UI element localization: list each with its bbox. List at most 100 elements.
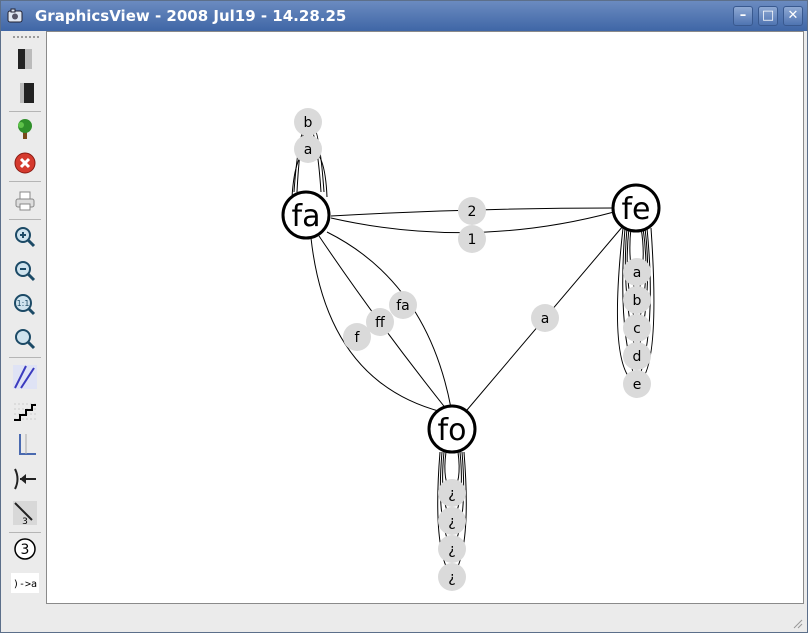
node-number-icon: 3 xyxy=(14,538,36,560)
svg-text:fa: fa xyxy=(292,199,321,234)
zoom-in-icon xyxy=(15,227,36,248)
edge-label[interactable]: f xyxy=(343,323,371,351)
svg-text:a: a xyxy=(304,142,313,158)
graph-canvas[interactable]: b a 2 1 f ff fa a a b c d e ¿ ¿ ¿ ¿ xyxy=(46,31,804,604)
close-button[interactable]: ✕ xyxy=(783,6,803,26)
svg-text:¿: ¿ xyxy=(448,514,455,530)
svg-text:b: b xyxy=(633,293,642,309)
maximize-button[interactable]: □ xyxy=(758,6,778,26)
edge-label[interactable]: ¿ xyxy=(438,535,466,563)
edge-label[interactable]: ¿ xyxy=(438,479,466,507)
zoom-fit-button[interactable] xyxy=(9,324,41,354)
edge-label[interactable]: d xyxy=(623,342,651,370)
minimize-icon: – xyxy=(739,8,747,23)
edge-label[interactable]: b xyxy=(623,286,651,314)
toolbar-separator xyxy=(9,111,41,112)
antialias-button[interactable] xyxy=(9,362,41,392)
shadow-left-icon xyxy=(18,49,32,69)
axis-icon xyxy=(19,434,36,455)
edge-label[interactable]: ff xyxy=(366,308,394,336)
zoom-out-icon xyxy=(15,261,36,282)
printer-icon xyxy=(15,191,35,211)
zoom-out-button[interactable] xyxy=(9,256,41,286)
print-button[interactable] xyxy=(9,186,41,216)
edges xyxy=(291,121,655,578)
svg-text:¿: ¿ xyxy=(448,486,455,502)
node-number-button[interactable]: 3 xyxy=(9,534,41,564)
svg-text:fa: fa xyxy=(396,298,410,314)
edge-arrow-button[interactable] xyxy=(9,464,41,494)
shadow-left-button[interactable] xyxy=(9,44,41,74)
zoom-1-1-button[interactable]: 1:1 xyxy=(9,290,41,320)
edge-fa-fo-f xyxy=(310,237,443,413)
svg-text:ff: ff xyxy=(375,315,385,331)
svg-text:a: a xyxy=(541,311,550,327)
window-title: GraphicsView - 2008 Jul19 - 14.28.25 xyxy=(35,7,347,25)
edge-label-icon: 3 xyxy=(13,501,37,526)
shadow-right-button[interactable] xyxy=(9,78,41,108)
zoom-1-1-label: 1:1 xyxy=(17,299,30,308)
stop-button[interactable] xyxy=(9,148,41,178)
edge-label[interactable]: 1 xyxy=(458,225,486,253)
edge-label[interactable]: a xyxy=(294,135,322,163)
left-toolbar: 1:1 xyxy=(7,34,43,599)
svg-text:f: f xyxy=(355,330,361,346)
edge-label[interactable]: a xyxy=(531,304,559,332)
edge-label[interactable]: e xyxy=(623,370,651,398)
svg-text:b: b xyxy=(304,115,313,131)
svg-text:2: 2 xyxy=(468,204,477,220)
edge-label-button[interactable]: 3 xyxy=(9,498,41,528)
shadow-right-icon xyxy=(20,83,34,103)
tree-icon xyxy=(18,119,32,139)
svg-text:a: a xyxy=(633,265,642,281)
node-number-label: 3 xyxy=(21,542,30,558)
edge-label[interactable]: fa xyxy=(389,291,417,319)
maximize-icon: □ xyxy=(761,8,775,23)
app-icon xyxy=(7,8,23,23)
edge-label[interactable]: ¿ xyxy=(438,563,466,591)
toolbar-separator xyxy=(9,357,41,358)
grid-button[interactable] xyxy=(9,396,41,426)
edge-arrow-icon xyxy=(14,468,36,490)
graph-node-fo[interactable]: fo xyxy=(427,404,477,454)
graph-svg: b a 2 1 f ff fa a a b c d e ¿ ¿ ¿ ¿ xyxy=(281,108,661,591)
toolbar-separator xyxy=(9,219,41,220)
nodes: fa fe fo xyxy=(281,183,661,454)
edge-label-number: 3 xyxy=(22,517,28,526)
edge-labels: b a 2 1 f ff fa a a b c d e ¿ ¿ ¿ ¿ xyxy=(294,108,651,591)
svg-text:1: 1 xyxy=(468,232,477,248)
minimize-button[interactable]: – xyxy=(733,6,753,26)
label-arrow-icon: )->a xyxy=(11,573,39,593)
zoom-fit-icon xyxy=(15,329,36,350)
resize-grip-icon[interactable] xyxy=(791,617,803,629)
svg-text:c: c xyxy=(633,321,641,337)
zoom-in-button[interactable] xyxy=(9,222,41,252)
graph-node-fe[interactable]: fe xyxy=(611,183,661,233)
label-arrow-button[interactable]: )->a xyxy=(9,568,41,598)
title-bar[interactable]: GraphicsView - 2008 Jul19 - 14.28.25 – □… xyxy=(1,1,807,31)
toolbar-grip[interactable] xyxy=(13,36,39,42)
edge-label[interactable]: c xyxy=(623,314,651,342)
edge-label[interactable]: b xyxy=(294,108,322,136)
edge-label[interactable]: 2 xyxy=(458,197,486,225)
svg-text:fo: fo xyxy=(438,413,467,448)
tree-layout-button[interactable] xyxy=(9,114,41,144)
stop-icon xyxy=(14,152,36,174)
zoom-1-1-icon: 1:1 xyxy=(14,294,36,316)
status-bar xyxy=(1,605,807,632)
axis-button[interactable] xyxy=(9,430,41,460)
toolbar-separator xyxy=(9,532,41,533)
svg-text:¿: ¿ xyxy=(448,542,455,558)
edge-label[interactable]: a xyxy=(623,258,651,286)
toolbar-separator xyxy=(9,181,41,182)
grid-icon xyxy=(14,403,36,421)
antialias-icon xyxy=(13,365,37,389)
close-icon: ✕ xyxy=(787,8,799,23)
svg-text:e: e xyxy=(633,377,642,393)
svg-text:¿: ¿ xyxy=(448,570,455,586)
edge-label[interactable]: ¿ xyxy=(438,507,466,535)
graph-node-fa[interactable]: fa xyxy=(281,190,331,240)
svg-text:fe: fe xyxy=(621,192,650,227)
label-arrow-label: )->a xyxy=(13,579,37,590)
